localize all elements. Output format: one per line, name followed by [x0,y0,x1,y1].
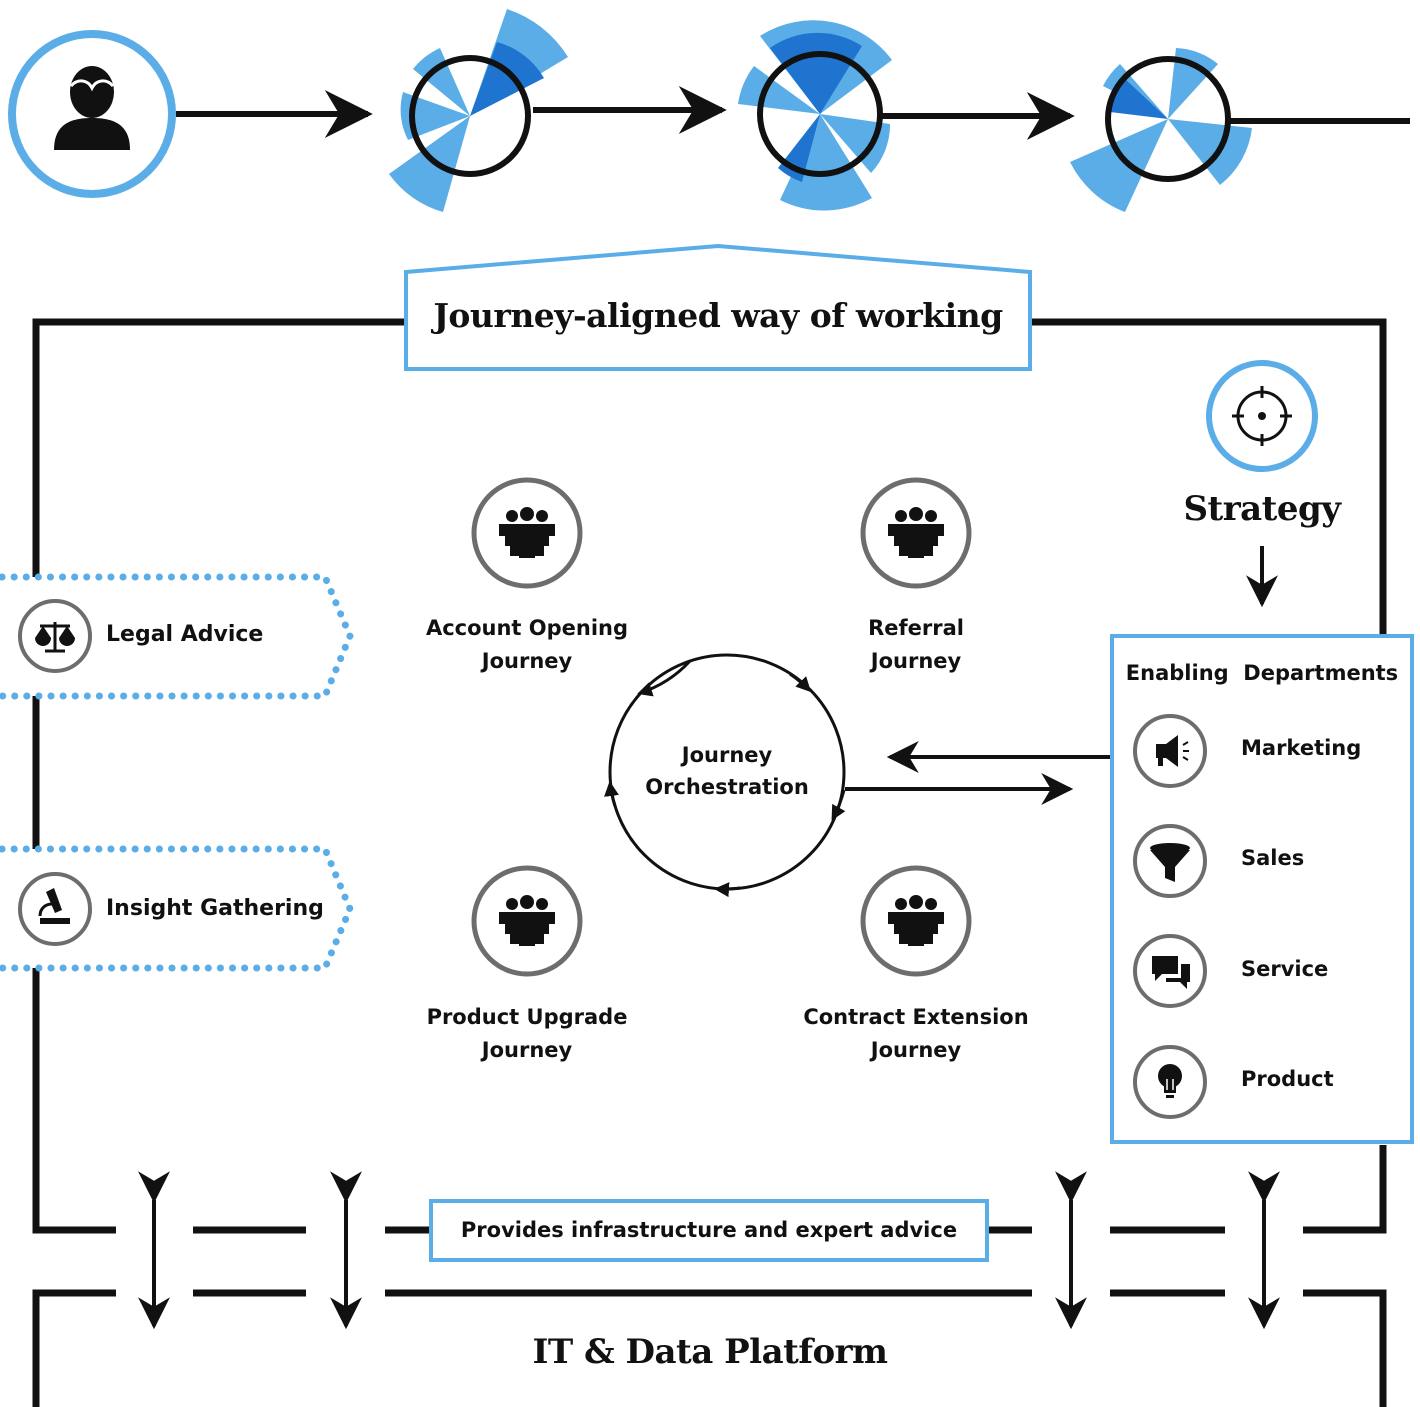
customer-avatar [8,30,176,198]
touchpoint-1 [389,9,568,212]
group-icon [471,477,583,589]
organisation-frame [32,318,1387,1234]
lightbulb-icon [1133,1045,1207,1119]
orchestration-cycle [604,653,846,898]
legal-advice-banner [0,573,354,700]
insight-gathering-label: Insight Gathering [106,896,324,921]
platform-label: IT & Data Platform [532,1332,888,1372]
megaphone-icon [1133,714,1207,788]
person-icon [54,66,130,150]
infrastructure-label: Provides infrastructure and expert advic… [460,1218,958,1242]
header-banner [404,243,1032,371]
enabling-departments-title: Enabling Departments [1125,661,1399,685]
touchpoint-2 [738,20,892,211]
dept-product-label: Product [1241,1067,1334,1091]
strategy-label: Strategy [1183,489,1341,529]
page-title: Journey-aligned way of working [433,296,1003,335]
strategy-target [1206,360,1318,472]
insight-gathering-banner [0,845,354,972]
group-icon [471,865,583,977]
customer-journey-row [8,9,1410,212]
chat-bubbles-icon [1133,934,1207,1008]
dept-service-label: Service [1241,957,1329,981]
funnel-icon [1133,824,1207,898]
dept-marketing-label: Marketing [1241,736,1362,760]
scales-icon [18,599,92,673]
dept-sales-label: Sales [1241,846,1305,870]
support-arrows [138,1171,1280,1330]
touchpoint-3 [1070,48,1252,212]
microscope-icon [18,872,92,946]
target-icon [1232,386,1292,446]
legal-advice-label: Legal Advice [106,622,264,647]
group-icon [860,477,972,589]
group-icon [860,865,972,977]
platform-frame [32,1289,1387,1407]
infrastructure-box [429,1199,989,1262]
